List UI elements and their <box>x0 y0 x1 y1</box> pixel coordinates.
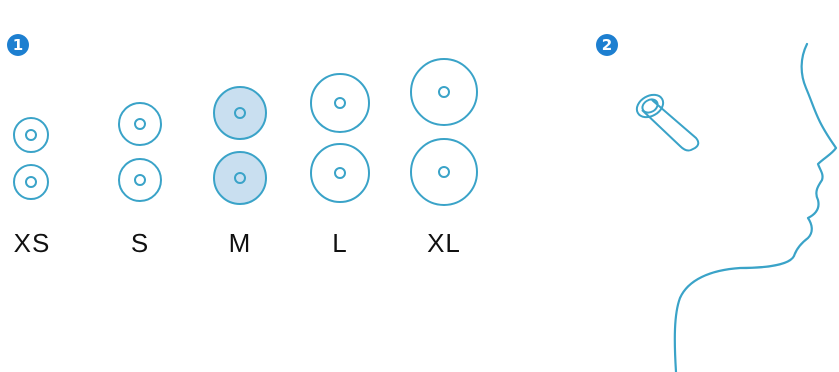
size-label: L <box>332 228 348 258</box>
ear-tip-icon <box>118 158 162 202</box>
ear-tip-core <box>134 118 146 130</box>
insertion-illustration <box>635 42 838 372</box>
ear-tip-core <box>134 174 146 186</box>
ear-tip-core <box>234 172 246 184</box>
size-label: XL <box>427 228 461 258</box>
ear-tip-icon <box>13 117 49 153</box>
head-profile-icon <box>673 42 838 372</box>
ear-tip-core <box>25 129 37 141</box>
ear-tip-icon <box>13 164 49 200</box>
ear-tip-icon <box>310 73 370 133</box>
ear-tip-icon <box>213 151 267 205</box>
ear-tip-core <box>334 97 346 109</box>
ear-tip-core <box>334 167 346 179</box>
earbud-icon <box>635 93 700 152</box>
step-1-badge: 1 <box>7 34 29 56</box>
step-2-badge: 2 <box>596 34 618 56</box>
size-label: S <box>130 228 150 258</box>
size-label: M <box>228 228 252 258</box>
ear-tip-core <box>234 107 246 119</box>
ear-tip-icon <box>410 138 478 206</box>
ear-tip-icon <box>410 58 478 126</box>
ear-tip-icon <box>213 86 267 140</box>
ear-tip-icon <box>310 143 370 203</box>
ear-tip-core <box>438 166 450 178</box>
size-label: XS <box>13 228 51 258</box>
ear-tip-core <box>25 176 37 188</box>
ear-tip-icon <box>118 102 162 146</box>
ear-tip-core <box>438 86 450 98</box>
